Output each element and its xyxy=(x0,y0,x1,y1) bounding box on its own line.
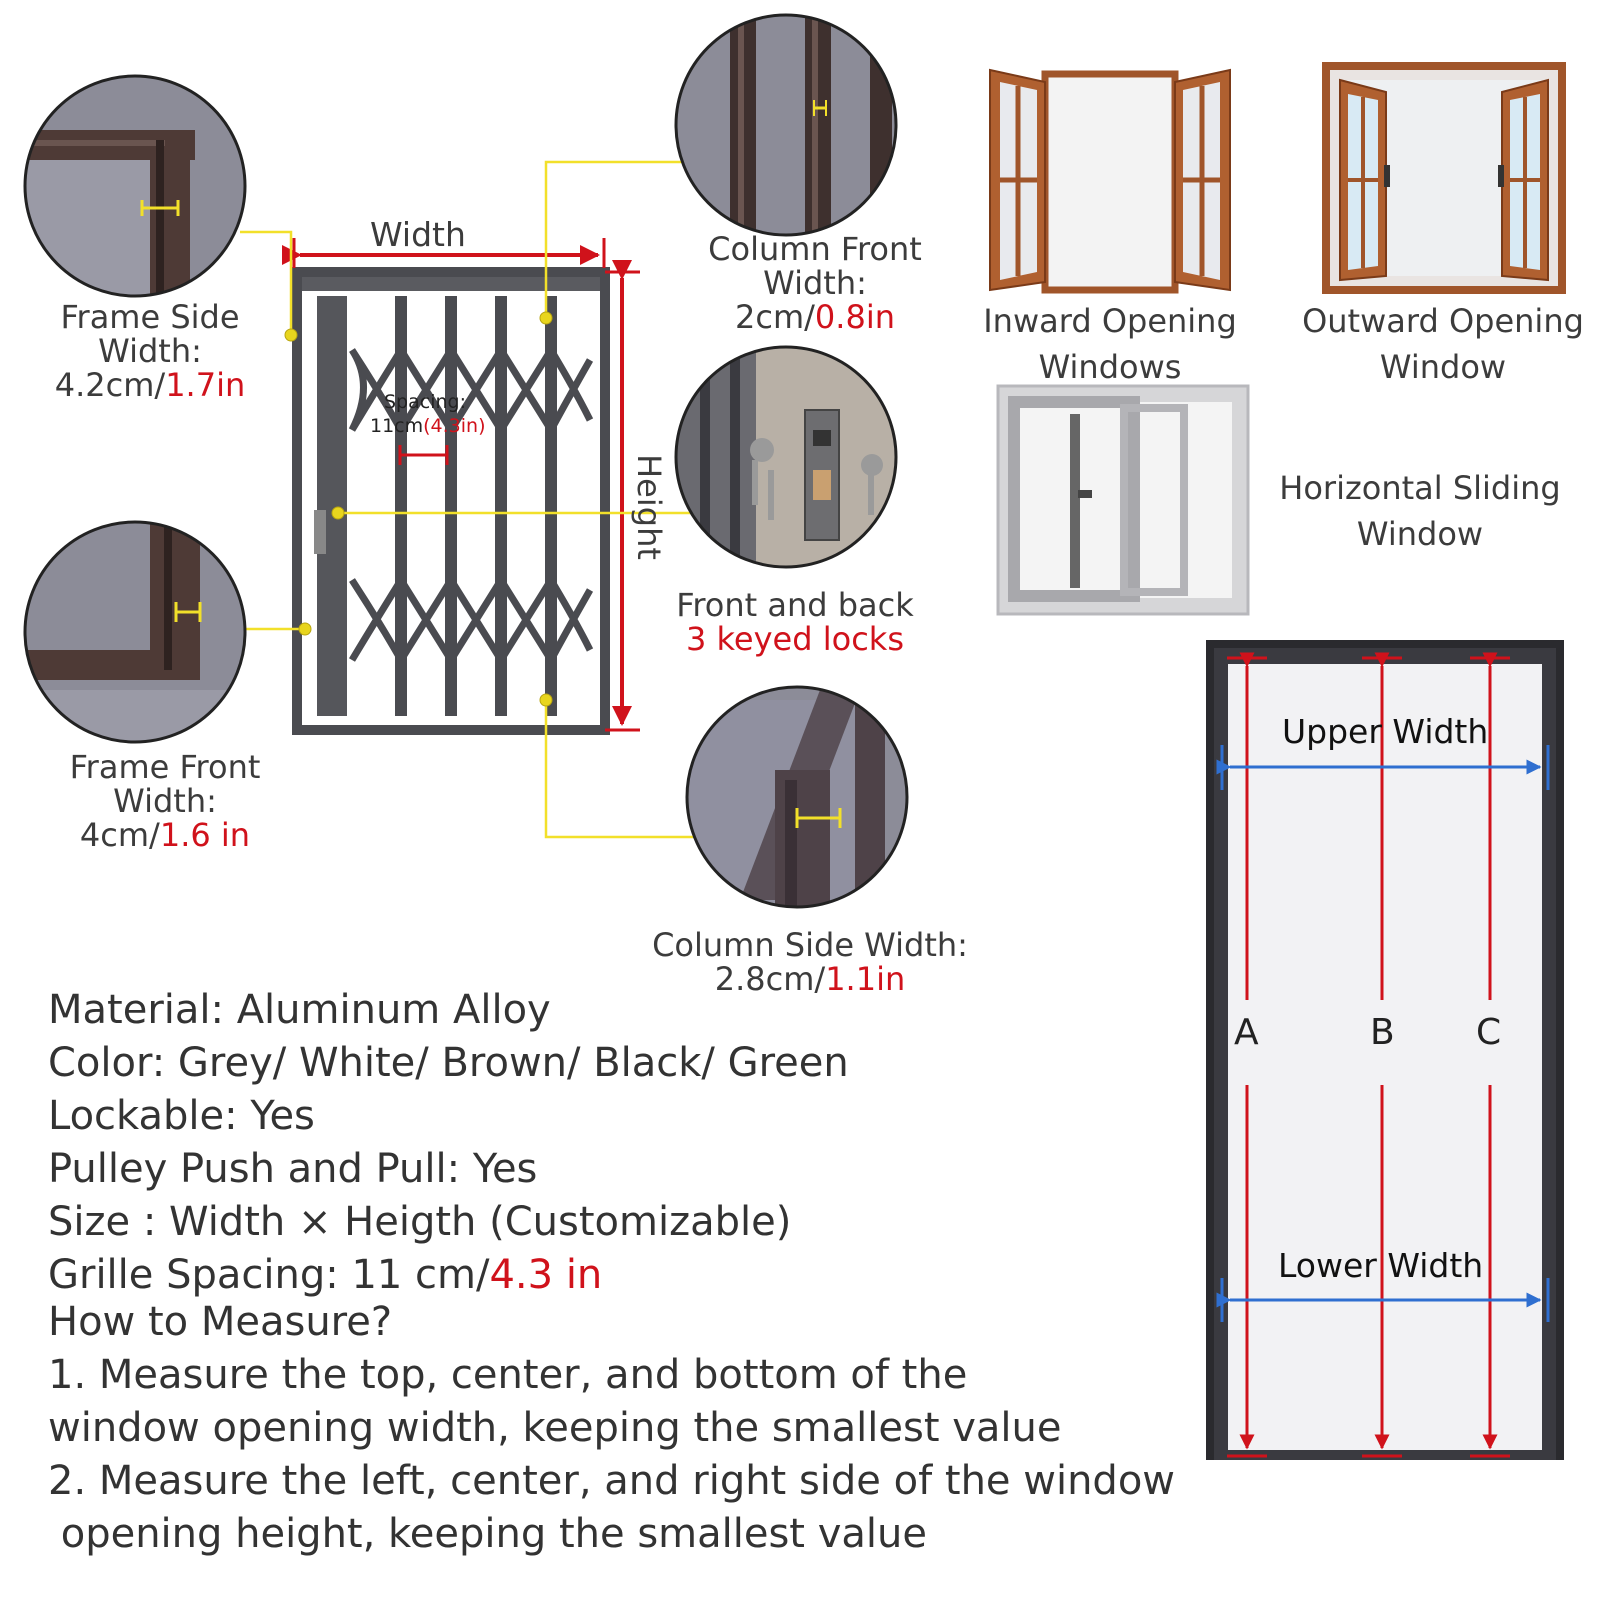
column-side-label: Column Side Width: 2.8cm/1.1in xyxy=(640,928,980,996)
frame-side-zoom xyxy=(23,74,247,298)
locks-label: Front and back 3 keyed locks xyxy=(670,588,920,656)
frame-front-line1: Frame Front xyxy=(69,748,261,786)
spec-pulley: Pulley Push and Pull: Yes xyxy=(48,1146,538,1192)
column-front-line2: Width: xyxy=(763,264,867,302)
keyed-lock-zoom xyxy=(674,345,898,569)
spacing-imperial: (4.3in) xyxy=(423,415,486,437)
spec-size: Size : Width × Heigth (Customizable) xyxy=(48,1199,792,1245)
measurement-frame-illustration xyxy=(1206,640,1564,1460)
column-side-zoom xyxy=(685,685,909,909)
locks-line2: 3 keyed locks xyxy=(686,620,904,658)
frame-side-metric: 4.2cm/ xyxy=(54,366,166,404)
spec-color: Color: Grey/ White/ Brown/ Black/ Green xyxy=(48,1040,849,1086)
inward-window-illustration xyxy=(989,68,1231,294)
frame-front-metric: 4cm/ xyxy=(79,816,160,854)
measure-a-label: A xyxy=(1234,1012,1259,1053)
how-to-step2-line1: 2. Measure the left, center, and right s… xyxy=(48,1458,1176,1504)
spec-material: Material: Aluminum Alloy xyxy=(48,987,551,1033)
column-side-line1: Column Side Width: xyxy=(652,926,968,964)
how-to-step1-line2: window opening width, keeping the smalle… xyxy=(48,1405,1062,1451)
frame-side-line2: Width: xyxy=(98,332,202,370)
sliding-window-illustration xyxy=(996,384,1250,616)
sliding-line2: Window xyxy=(1356,515,1484,553)
column-side-imperial: 1.1in xyxy=(825,960,906,998)
outward-line2: Window xyxy=(1379,348,1507,386)
padlock-icon xyxy=(314,510,326,554)
inward-window-label: Inward Opening Windows xyxy=(960,298,1260,390)
upper-width-label: Upper Width xyxy=(1282,712,1489,751)
specs-list: Material: Aluminum Alloy Color: Grey/ Wh… xyxy=(48,984,849,1302)
spacing-title: Spacing: xyxy=(384,391,466,413)
spacing-label: Spacing: 11cm(4.3in) xyxy=(370,390,486,438)
spec-grille-prefix: Grille Spacing: 11 cm/ xyxy=(48,1252,490,1298)
measure-b-label: B xyxy=(1370,1012,1395,1053)
how-to-title: How to Measure? xyxy=(48,1299,393,1345)
frame-front-imperial: 1.6 in xyxy=(159,816,251,854)
column-front-metric: 2cm/ xyxy=(735,298,815,336)
outward-line1: Outward Opening xyxy=(1302,302,1584,340)
callout-lines xyxy=(240,160,700,839)
width-label: Width xyxy=(370,215,466,254)
inward-line2: Windows xyxy=(1038,348,1182,386)
how-to-step2-line2: opening height, keeping the smallest val… xyxy=(48,1511,927,1557)
lower-width-label: Lower Width xyxy=(1278,1246,1484,1285)
column-side-metric: 2.8cm/ xyxy=(714,960,826,998)
frame-side-imperial: 1.7in xyxy=(165,366,246,404)
column-front-zoom xyxy=(674,13,898,237)
column-front-imperial: 0.8in xyxy=(814,298,895,336)
locks-line1: Front and back xyxy=(676,586,914,624)
frame-front-line2: Width: xyxy=(113,782,217,820)
width-arrow xyxy=(282,238,606,268)
frame-side-label: Frame Side Width: 4.2cm/1.7in xyxy=(20,300,280,402)
sliding-line1: Horizontal Sliding xyxy=(1279,469,1561,507)
how-to-step1-line1: 1. Measure the top, center, and bottom o… xyxy=(48,1352,968,1398)
measure-c-label: C xyxy=(1476,1012,1502,1053)
height-arrow xyxy=(605,260,640,732)
frame-side-line1: Frame Side xyxy=(60,298,240,336)
spacing-metric: 11cm xyxy=(370,415,424,437)
height-label: Height xyxy=(629,454,668,560)
sliding-window-label: Horizontal Sliding Window xyxy=(1260,465,1580,557)
frame-front-zoom xyxy=(23,520,247,744)
how-to-measure: How to Measure? 1. Measure the top, cent… xyxy=(48,1296,1175,1561)
security-gate-illustration xyxy=(292,267,610,735)
spec-grille-imperial: 4.3 in xyxy=(489,1252,603,1298)
frame-front-label: Frame Front Width: 4cm/1.6 in xyxy=(20,750,310,852)
outward-window-illustration xyxy=(1322,62,1566,294)
column-front-label: Column Front Width: 2cm/0.8in xyxy=(690,232,940,334)
inward-line1: Inward Opening xyxy=(983,302,1237,340)
column-front-line1: Column Front xyxy=(708,230,922,268)
outward-window-label: Outward Opening Window xyxy=(1288,298,1598,390)
spec-grille-spacing: Grille Spacing: 11 cm/4.3 in xyxy=(48,1249,849,1302)
spec-lockable: Lockable: Yes xyxy=(48,1093,315,1139)
